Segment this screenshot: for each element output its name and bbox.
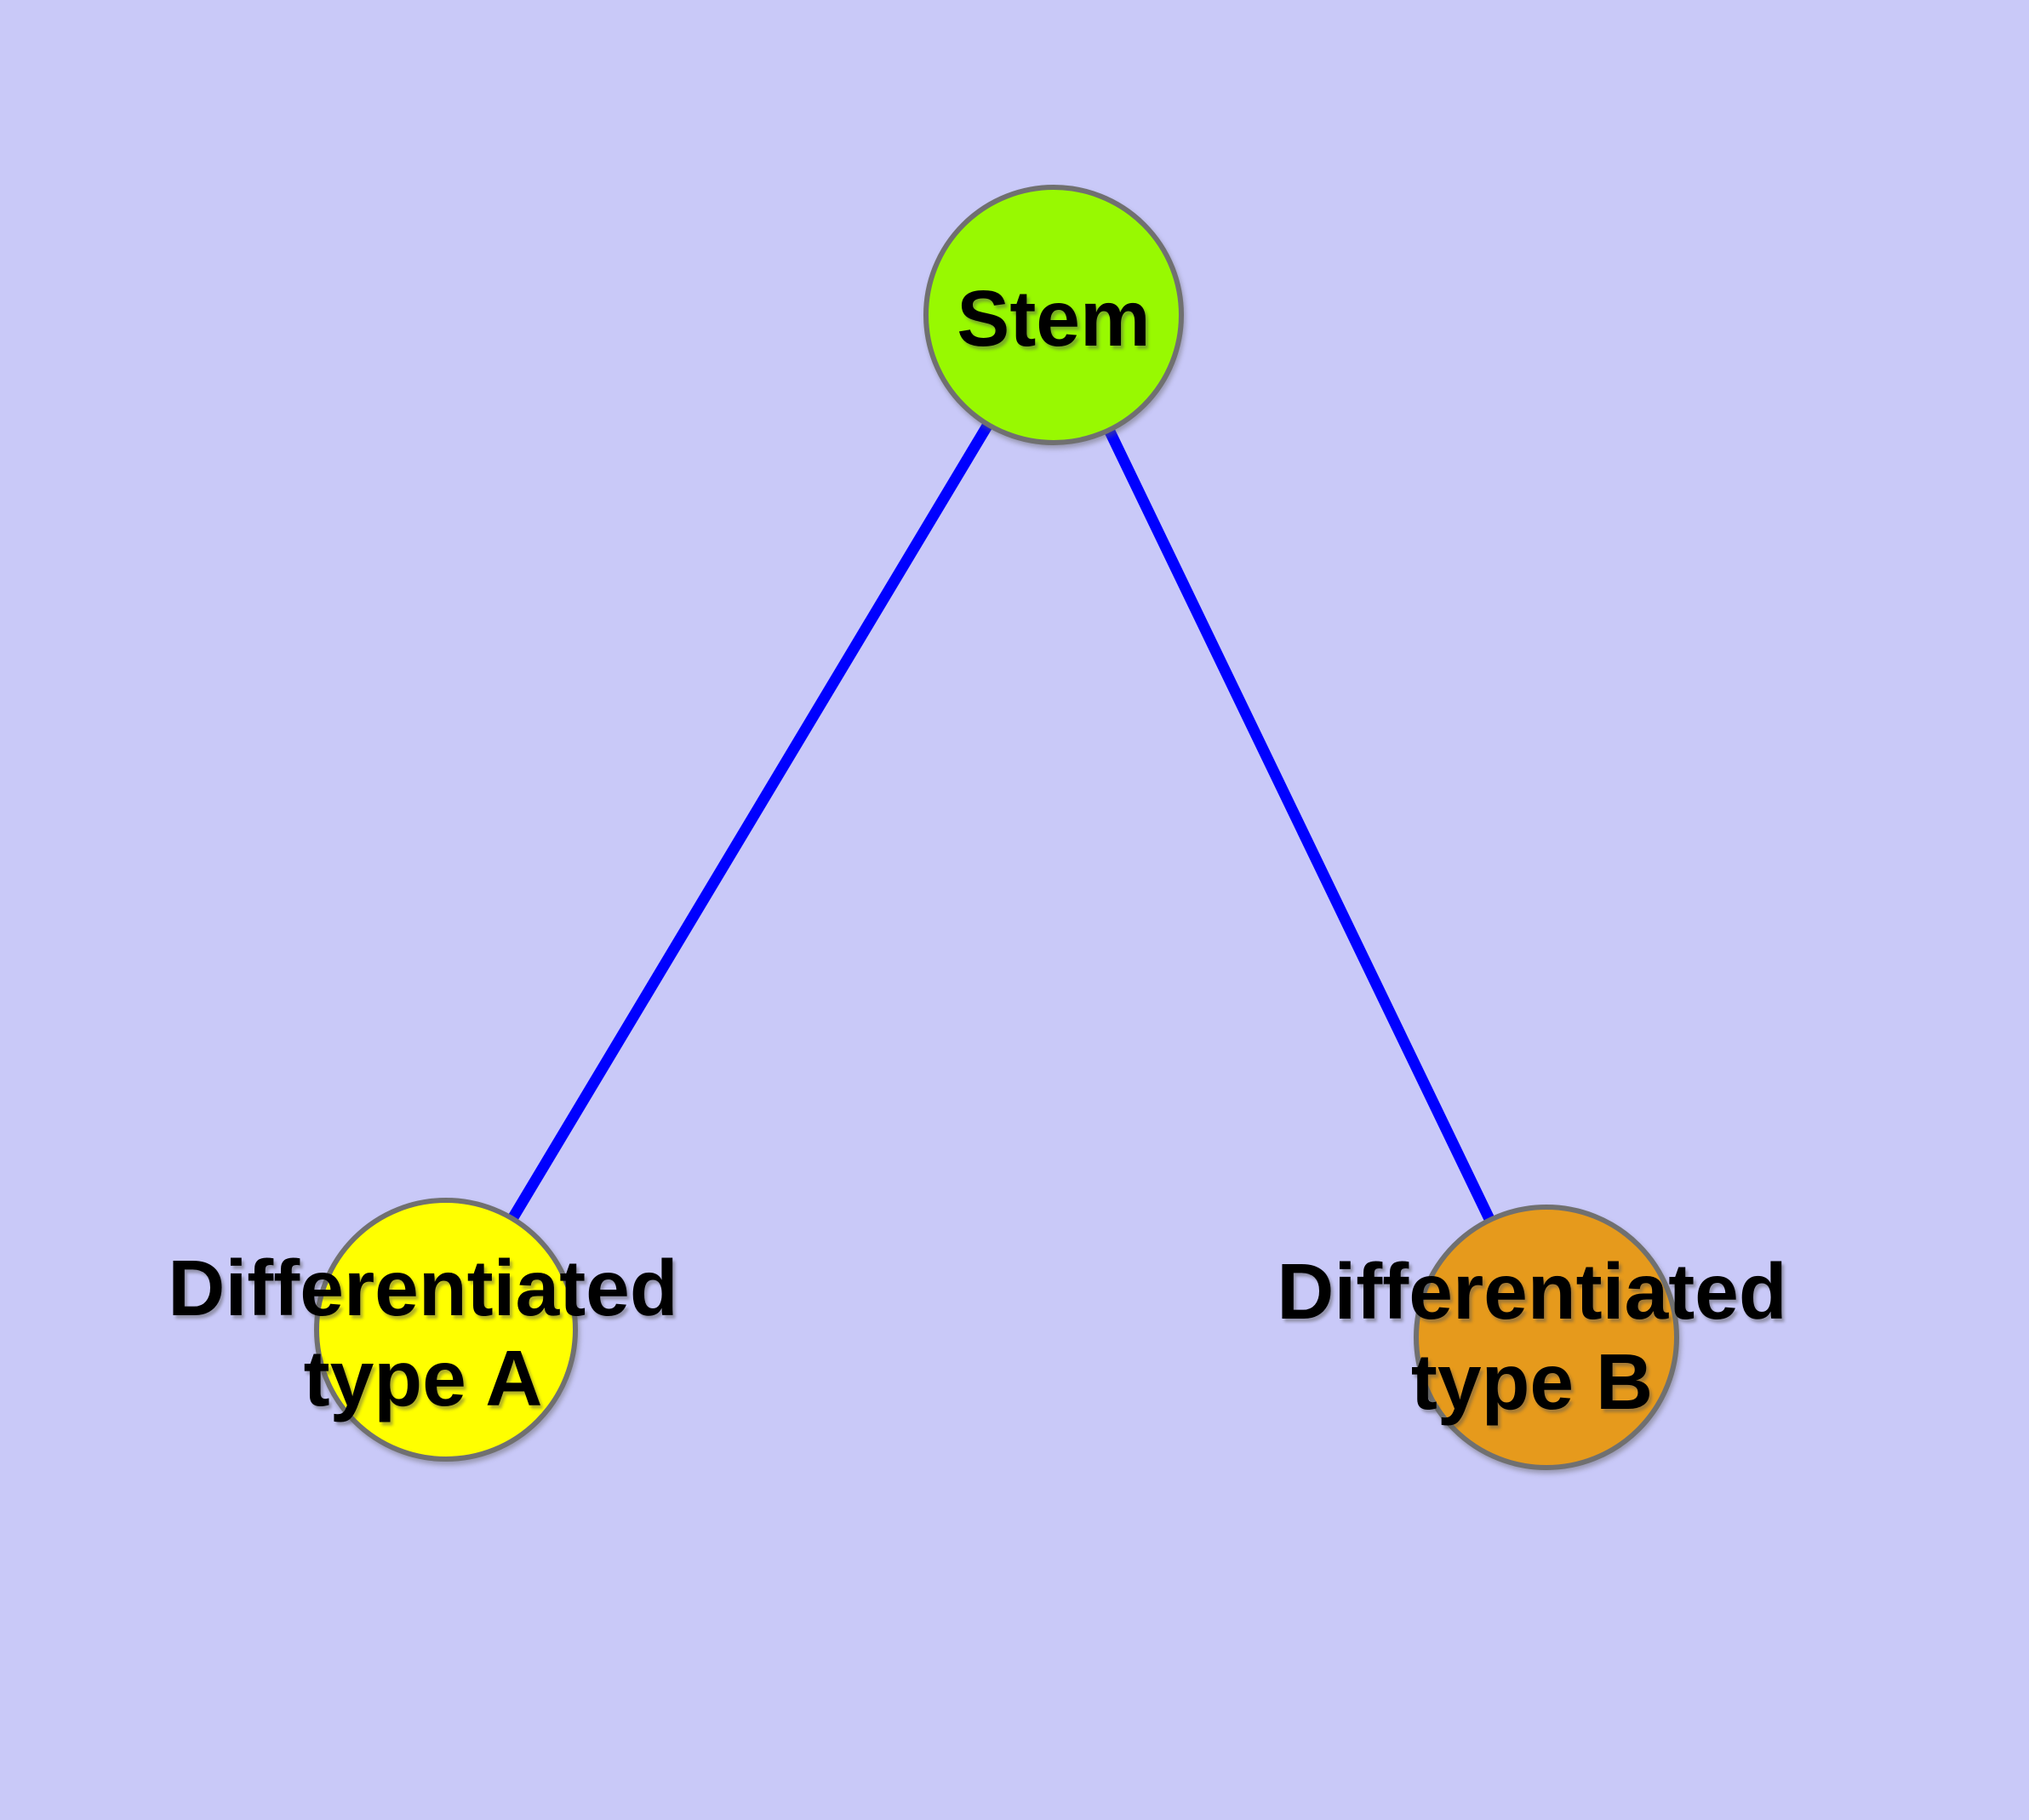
type-b-node-label: Differentiated type B [1277, 1246, 1786, 1427]
type-a-label-line2: type A [303, 1334, 543, 1422]
stem-node [923, 185, 1184, 445]
type-b-label-line1: Differentiated [1277, 1247, 1787, 1336]
type-a-node-label: Differentiated type A [168, 1243, 677, 1423]
type-b-label-line2: type B [1410, 1337, 1654, 1426]
type-a-label-line1: Differentiated [168, 1244, 678, 1332]
edge-stem-to-type-b [1049, 312, 1552, 1340]
type-a-node [314, 1198, 578, 1462]
edge-stem-to-type-a [441, 312, 1059, 1333]
stem-node-label: Stem [957, 274, 1151, 363]
type-b-node [1414, 1205, 1679, 1470]
